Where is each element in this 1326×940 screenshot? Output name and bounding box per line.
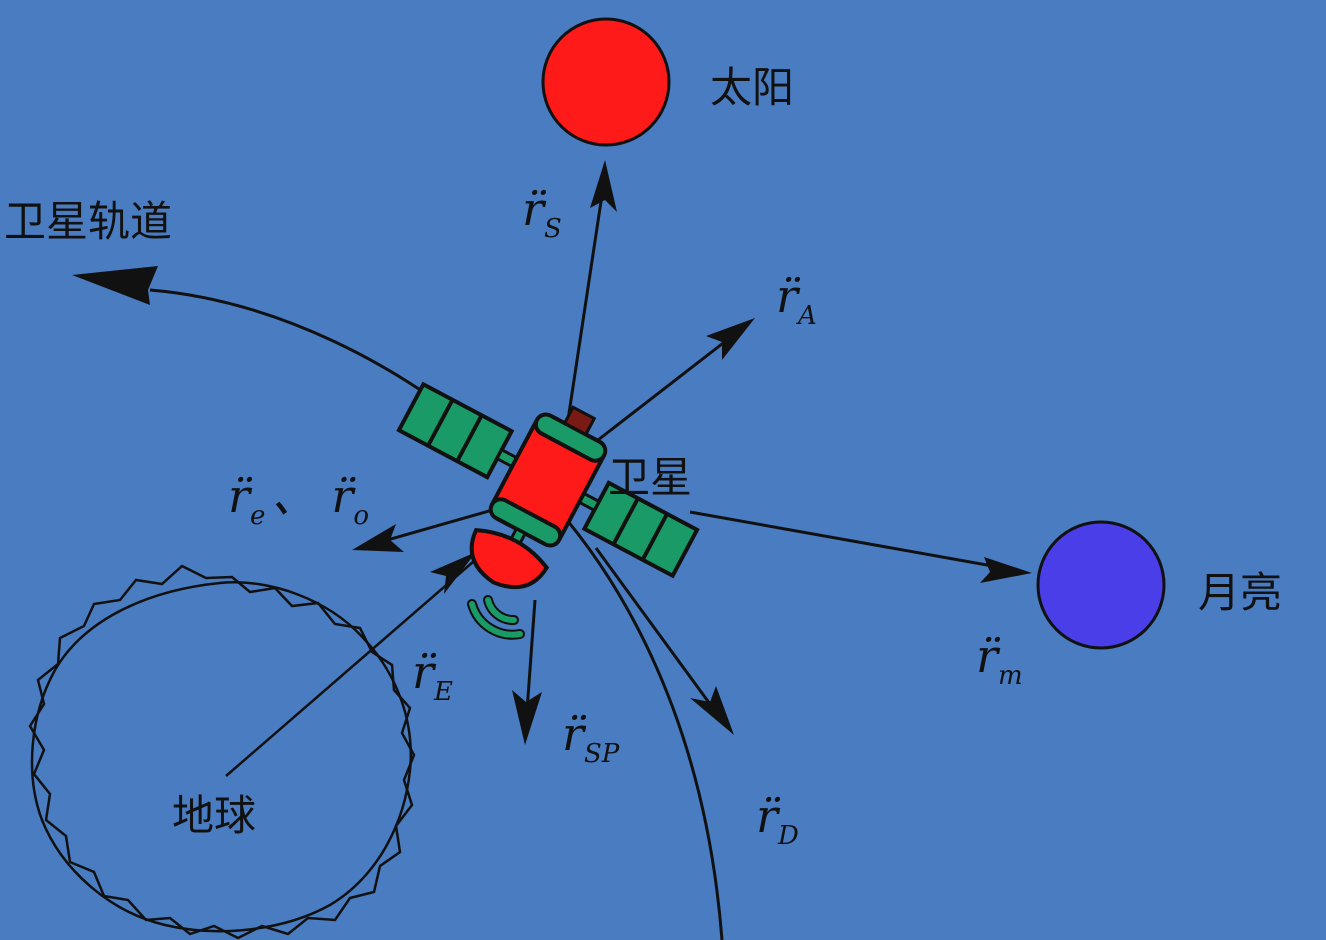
vector-eo-line (369, 503, 511, 547)
vector-drag-label: r̈D (756, 789, 799, 851)
vector-air-head (706, 318, 755, 360)
vector-sp-label: r̈SP (562, 707, 620, 769)
earth-label: 地球 (172, 791, 256, 840)
vector-sp-head (512, 690, 542, 745)
sun-circle (541, 17, 671, 147)
vector-sun-head (590, 160, 617, 212)
vector-sun-label: r̈S (522, 182, 562, 244)
vector-earth-head (430, 552, 476, 594)
vector-drag-line (594, 547, 720, 716)
vector-eo-head (352, 524, 404, 552)
satellite-right-panel (576, 480, 700, 579)
vector-drag-head (690, 686, 734, 735)
satellite-dish (469, 528, 550, 590)
vector-air-label: r̈A (776, 269, 817, 331)
vector-earth-label: r̈E (412, 645, 453, 707)
vector-eo-label: r̈e、r̈o (228, 469, 369, 531)
satellite (396, 381, 700, 590)
moon-label: 月亮 (1198, 568, 1282, 617)
sun-label: 太阳 (710, 63, 794, 112)
vector-moon-label: r̈m (976, 629, 1023, 691)
vector-moon-head (980, 557, 1032, 583)
vector-air-line (597, 328, 741, 442)
vector-moon-line (689, 510, 1016, 572)
force-vectors (352, 160, 1032, 745)
satellite-label: 卫星 (608, 453, 692, 502)
moon-circle (1036, 520, 1166, 650)
earth-shape (28, 564, 416, 940)
orbit-arrowhead (72, 266, 158, 305)
vector-sun-line (566, 174, 607, 421)
orbit-label: 卫星轨道 (4, 197, 172, 246)
